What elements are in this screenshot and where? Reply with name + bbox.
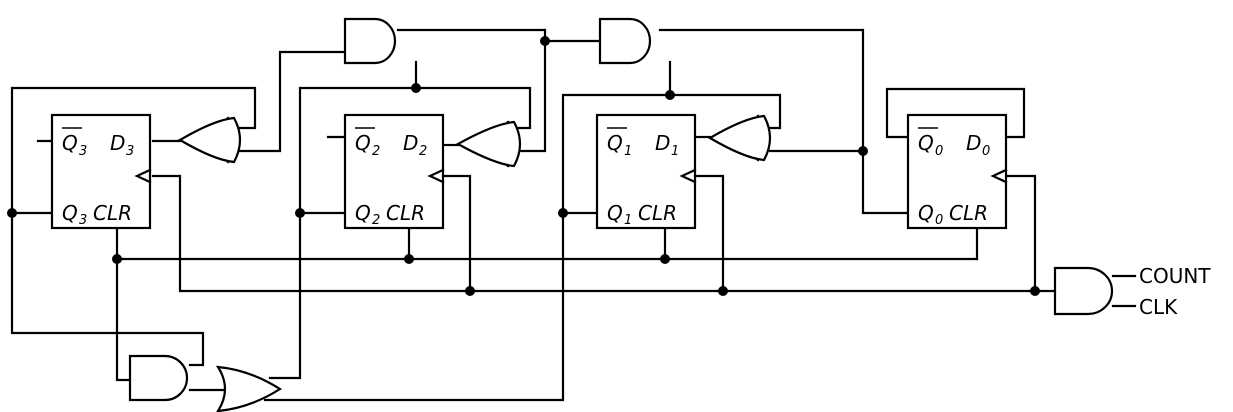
ff2-d-index: 2 <box>419 144 427 159</box>
xor-gate-1 <box>707 114 772 162</box>
ff3-qbar-index: 3 <box>79 144 87 159</box>
or-gate-bottom <box>215 365 283 412</box>
ff2-qbar-label: Q <box>355 131 371 155</box>
ff1-d-label: D <box>655 131 670 155</box>
ff2-q-label: Q <box>355 201 371 225</box>
ff1-qbar-label: Q <box>607 131 623 155</box>
flipflop-1: Q 1 D 1 Q 1 CLR <box>595 113 697 230</box>
ff1-clr-label: CLR <box>638 201 677 225</box>
xor-gate-2 <box>455 120 522 168</box>
ff1-q-label: Q <box>607 201 623 225</box>
wires <box>10 28 1137 402</box>
ff3-qbar-label: Q <box>62 131 78 155</box>
count-input-label: COUNT <box>1139 264 1211 288</box>
and-gate-top-left <box>343 17 397 65</box>
and-gate-clock <box>1053 266 1114 316</box>
ff0-q-label: Q <box>918 201 934 225</box>
ff2-clr-label: CLR <box>386 201 425 225</box>
and-gate-bottom <box>128 354 189 402</box>
flipflop-3: Q 3 D 3 Q 3 CLR <box>50 113 152 230</box>
ff3-q-label: Q <box>62 201 78 225</box>
ff3-q-index: 3 <box>79 213 87 228</box>
ff3-d-index: 3 <box>126 144 134 159</box>
ff2-d-label: D <box>403 131 418 155</box>
ff2-qbar-index: 2 <box>372 144 380 159</box>
xor-gate-3 <box>177 116 242 164</box>
flipflop-0: Q 0 D 0 Q 0 CLR <box>906 113 1008 230</box>
ff0-clr-label: CLR <box>949 201 988 225</box>
ff0-d-index: 0 <box>982 144 990 159</box>
ff1-q-index: 1 <box>624 213 632 228</box>
ff1-qbar-index: 1 <box>624 144 632 159</box>
flipflop-2: Q 2 D 2 Q 2 CLR <box>343 113 445 230</box>
junction-dots <box>7 36 1040 296</box>
ff0-q-index: 0 <box>935 213 943 228</box>
ff0-qbar-index: 0 <box>935 144 943 159</box>
ff1-d-index: 1 <box>671 144 679 159</box>
ff3-d-label: D <box>110 131 125 155</box>
ff3-clr-label: CLR <box>93 201 132 225</box>
ff0-qbar-label: Q <box>918 131 934 155</box>
ff2-q-index: 2 <box>372 213 380 228</box>
clk-input-label: CLK <box>1139 295 1178 319</box>
and-gate-top-right <box>598 17 652 65</box>
ff0-d-label: D <box>966 131 981 155</box>
